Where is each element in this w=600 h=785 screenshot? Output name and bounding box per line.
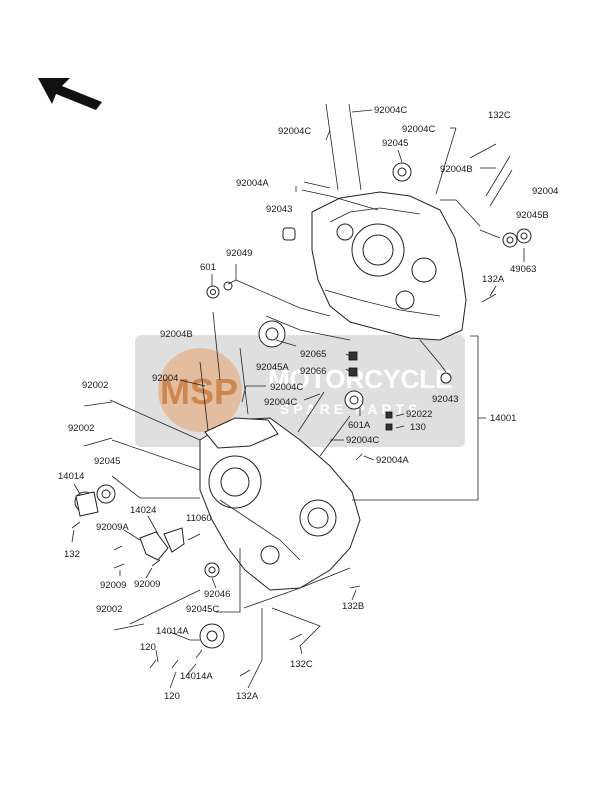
direction-arrow-icon (38, 78, 102, 110)
label-92043: 92043 (432, 394, 458, 405)
label-92009: 92009 (100, 580, 126, 591)
upper-crankcase (311, 191, 467, 341)
watermark-line2: SPARE PARTS (280, 401, 422, 417)
label-92004: 92004 (532, 186, 558, 197)
label-92002: 92002 (82, 380, 108, 391)
label-14024: 14024 (130, 505, 156, 516)
shift-plate (75, 491, 185, 561)
label-92043: 92043 (266, 204, 292, 215)
label-132B: 132B (342, 601, 364, 612)
label-132C: 132C (488, 110, 511, 121)
label-14014: 14014 (58, 471, 84, 482)
label-92022: 92022 (406, 409, 432, 420)
label-132A: 132A (236, 691, 259, 702)
label-92004A: 92004A (236, 178, 269, 189)
label-92004B: 92004B (440, 164, 473, 175)
label-92065: 92065 (300, 349, 326, 360)
label-120: 120 (164, 691, 180, 702)
label-14014A: 14014A (156, 626, 189, 637)
leader-lines (71, 109, 525, 689)
watermark-line1: MOTORCYCLE (268, 364, 452, 394)
label-14014A: 14014A (180, 671, 213, 682)
label-14001: 14001 (490, 413, 516, 424)
label-11060: 11060 (186, 513, 212, 524)
label-92045: 92045 (382, 138, 408, 149)
label-132: 132 (64, 549, 80, 560)
label-92004C: 92004C (346, 435, 379, 446)
label-132A: 132A (482, 274, 505, 285)
label-92004C: 92004C (374, 105, 407, 116)
label-92004C: 92004C (264, 397, 297, 408)
label-92009: 92009 (134, 579, 160, 590)
label-92004A: 92004A (376, 455, 409, 466)
label-92002: 92002 (68, 423, 94, 434)
label-92004: 92004 (152, 373, 178, 384)
watermark-logo: MSP (160, 371, 238, 412)
label-92004C: 92004C (278, 126, 311, 137)
label-120: 120 (140, 642, 156, 653)
label-92045A: 92045A (256, 362, 289, 373)
label-601A: 601A (348, 420, 371, 431)
label-92045: 92045 (94, 456, 120, 467)
label-49063: 49063 (510, 264, 536, 275)
label-92004C: 92004C (270, 382, 303, 393)
label-92009A: 92009A (96, 522, 129, 533)
lower-crankcase (199, 417, 361, 591)
label-92045B: 92045B (516, 210, 549, 221)
label-601: 601 (200, 262, 216, 273)
label-132C: 132C (290, 659, 313, 670)
studs (199, 103, 513, 457)
label-92066: 92066 (300, 366, 326, 377)
part-labels: 92004C 92004C 132C 92004C 92045 92004B 9… (58, 105, 558, 702)
watermark: MSP MOTORCYCLE SPARE PARTS (135, 335, 465, 447)
bolts (71, 143, 497, 677)
label-92004B: 92004B (160, 329, 193, 340)
label-92046: 92046 (204, 589, 230, 600)
label-130: 130 (410, 422, 426, 433)
label-92045C: 92045C (186, 604, 219, 615)
label-92002: 92002 (96, 604, 122, 615)
label-92049: 92049 (226, 248, 252, 259)
label-92004C: 92004C (402, 124, 435, 135)
